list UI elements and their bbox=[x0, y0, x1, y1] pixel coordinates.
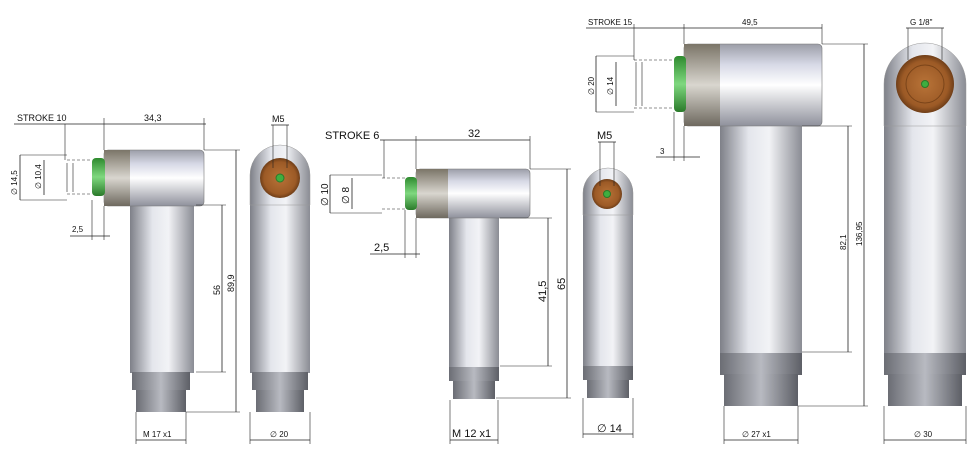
cylinder-2-dimensions: STROKE 6 32 ∅ 10 ∅ 8 2,5 41,5 65 M 12 x1 bbox=[320, 128, 571, 444]
cylinder-2-piston-green bbox=[405, 177, 417, 210]
cylinder-3-front-view bbox=[883, 42, 967, 406]
cylinder-3-port-green bbox=[921, 80, 929, 88]
cyl3-stroke-label: STROKE 15 bbox=[588, 18, 633, 27]
cyl2-outer-diameter: ∅ 10 bbox=[320, 183, 331, 206]
cyl2-inner-diameter: ∅ 8 bbox=[341, 187, 352, 204]
cylinder-1-side-view bbox=[66, 149, 205, 412]
cyl1-gap-label: 2,5 bbox=[72, 225, 84, 234]
cyl3-body-height: 82,1 bbox=[839, 234, 848, 250]
cyl2-diameter-label: ∅ 14 bbox=[597, 423, 622, 435]
cylinder-1-front-body bbox=[250, 175, 310, 373]
cyl1-thread-label: M 17 x1 bbox=[143, 430, 172, 439]
cylinder-1-cap bbox=[104, 150, 130, 206]
cyl3-port-label: G 1/8" bbox=[910, 18, 933, 27]
cyl3-total-height: 136,95 bbox=[855, 221, 864, 246]
cylinder-1-port-green bbox=[275, 173, 285, 183]
cyl1-stroke-label: STROKE 10 bbox=[17, 113, 67, 123]
cyl2-body-height: 41,5 bbox=[537, 281, 549, 302]
cyl2-stroke-label: STROKE 6 bbox=[325, 130, 379, 142]
cyl2-length-label: 32 bbox=[468, 128, 480, 140]
cyl1-body-height: 56 bbox=[212, 285, 222, 295]
cylinder-1-body bbox=[130, 205, 194, 373]
cylinder-1-dimensions: STROKE 10 34,3 ∅ 14,5 ∅ 10,4 2,5 56 89,9… bbox=[10, 113, 240, 444]
cyl1-inner-diameter: ∅ 10,4 bbox=[34, 164, 43, 189]
cylinder-2-front-dimensions: M5 ∅ 14 bbox=[582, 130, 634, 438]
cylinder-2-side-view bbox=[382, 168, 531, 399]
cyl1-diameter-label: ∅ 20 bbox=[270, 430, 289, 439]
cylinder-1-front-dimensions: M5 ∅ 20 bbox=[249, 114, 311, 444]
cylinder-2-body bbox=[449, 218, 499, 368]
cylinder-3-front-dimensions: G 1/8" ∅ 30 bbox=[883, 18, 967, 444]
cyl1-length-label: 34,3 bbox=[144, 113, 162, 123]
cyl1-total-height: 89,9 bbox=[226, 274, 236, 292]
cylinder-3-body bbox=[720, 122, 802, 354]
cylinder-1-front-view bbox=[249, 144, 311, 412]
cyl3-diameter-label: ∅ 30 bbox=[914, 430, 933, 439]
cyl2-port-label: M5 bbox=[597, 130, 612, 142]
cyl1-port-label: M5 bbox=[272, 114, 285, 124]
cylinder-3-piston-green bbox=[674, 56, 686, 112]
cyl3-length-label: 49,5 bbox=[742, 18, 758, 27]
cylinder-1-piston-green bbox=[92, 158, 105, 196]
cyl2-gap-label: 2,5 bbox=[374, 242, 389, 254]
cyl1-outer-diameter: ∅ 14,5 bbox=[10, 170, 19, 195]
cyl3-inner-diameter: ∅ 14 bbox=[606, 76, 615, 95]
cylinder-3-dimensions: STROKE 15 49,5 ∅ 20 ∅ 14 3 82,1 136,95 ∅… bbox=[586, 18, 868, 444]
cylinder-2-front-view bbox=[582, 167, 634, 398]
cyl3-thread-label: ∅ 27 x1 bbox=[742, 430, 771, 439]
cylinder-3-side-view bbox=[634, 43, 823, 406]
cyl3-outer-diameter: ∅ 20 bbox=[587, 76, 596, 95]
cyl3-gap-label: 3 bbox=[660, 147, 665, 156]
cylinder-1-nut bbox=[132, 372, 190, 390]
cylinder-2-port-green bbox=[603, 190, 611, 198]
cyl2-total-height: 65 bbox=[556, 278, 568, 290]
cyl2-thread-label: M 12 x1 bbox=[452, 428, 491, 440]
cylinder-1-thread bbox=[136, 390, 186, 412]
